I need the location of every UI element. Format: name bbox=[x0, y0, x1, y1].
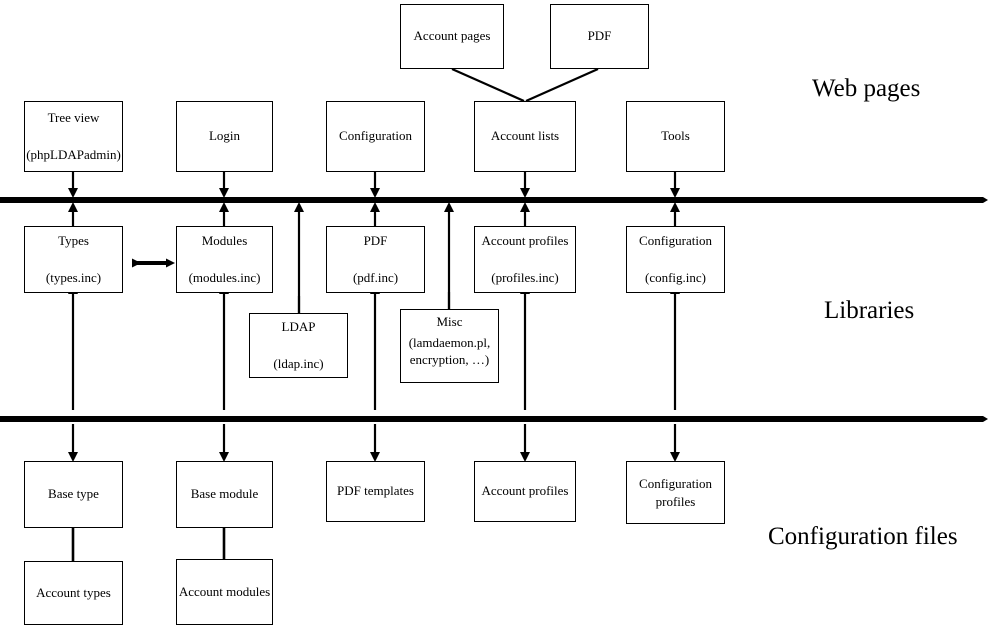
node-configuration-lib[interactable]: Configuration (config.inc) bbox=[626, 226, 725, 293]
node-account-types-label: Account types bbox=[36, 584, 111, 600]
node-pdf-source[interactable]: PDF bbox=[550, 4, 649, 69]
node-tree-view-sublabel: (phpLDAPadmin) bbox=[26, 146, 121, 162]
node-configuration-page[interactable]: Configuration bbox=[326, 101, 425, 172]
node-base-module-label: Base module bbox=[190, 486, 259, 502]
node-account-lists-label: Account lists bbox=[490, 128, 560, 144]
node-account-pages[interactable]: Account pages bbox=[400, 4, 504, 69]
node-configuration-lib-sublabel: (config.inc) bbox=[644, 269, 706, 285]
node-base-module[interactable]: Base module bbox=[176, 461, 273, 528]
node-base-type[interactable]: Base type bbox=[24, 461, 123, 528]
node-misc-lib-sublabel-2: encryption, …) bbox=[409, 351, 490, 367]
node-configuration-profiles-file-label: Configuration bbox=[639, 475, 712, 491]
node-account-modules[interactable]: Account modules bbox=[176, 559, 273, 625]
node-configuration-lib-label: Configuration bbox=[639, 232, 712, 248]
node-login[interactable]: Login bbox=[176, 101, 273, 172]
node-pdf-lib-sublabel: (pdf.inc) bbox=[352, 269, 399, 285]
node-misc-lib[interactable]: Misc (lamdaemon.pl, encryption, …) bbox=[400, 309, 499, 383]
node-account-pages-label: Account pages bbox=[413, 28, 491, 44]
node-pdf-source-label: PDF bbox=[587, 28, 612, 44]
node-account-profiles-lib-label: Account profiles bbox=[481, 232, 569, 248]
node-types-lib-label: Types bbox=[58, 232, 89, 248]
band-label-configuration-files: Configuration files bbox=[768, 523, 958, 550]
band-label-libraries: Libraries bbox=[824, 297, 915, 324]
node-tools[interactable]: Tools bbox=[626, 101, 725, 172]
node-pdf-templates-label: PDF templates bbox=[337, 483, 414, 499]
node-types-lib[interactable]: Types (types.inc) bbox=[24, 226, 123, 293]
separator-bar-lower bbox=[0, 416, 988, 422]
node-pdf-lib[interactable]: PDF (pdf.inc) bbox=[326, 226, 425, 293]
node-account-lists[interactable]: Account lists bbox=[474, 101, 576, 172]
node-login-label: Login bbox=[208, 128, 241, 144]
node-ldap-lib-label: LDAP bbox=[281, 318, 316, 334]
node-pdf-templates[interactable]: PDF templates bbox=[326, 461, 425, 522]
node-ldap-lib-sublabel: (ldap.inc) bbox=[273, 355, 324, 371]
link-pdf-to-account-lists bbox=[525, 67, 599, 103]
node-modules-lib-label: Modules bbox=[201, 232, 248, 248]
node-account-profiles-file[interactable]: Account profiles bbox=[474, 461, 576, 522]
node-account-profiles-file-label: Account profiles bbox=[481, 483, 569, 499]
node-account-profiles-lib[interactable]: Account profiles (profiles.inc) bbox=[474, 226, 576, 293]
node-pdf-lib-label: PDF bbox=[363, 232, 388, 248]
node-base-type-label: Base type bbox=[48, 486, 99, 502]
node-account-profiles-lib-sublabel: (profiles.inc) bbox=[491, 269, 559, 285]
node-configuration-profiles-file-sublabel: profiles bbox=[655, 493, 696, 509]
node-tools-label: Tools bbox=[661, 128, 690, 144]
node-tree-view[interactable]: Tree view (phpLDAPadmin) bbox=[24, 101, 123, 172]
link-account-pages-to-account-lists bbox=[451, 67, 525, 103]
node-types-lib-sublabel: (types.inc) bbox=[45, 269, 102, 285]
node-modules-lib-sublabel: (modules.inc) bbox=[188, 269, 261, 285]
node-account-modules-label: Account modules bbox=[178, 583, 271, 599]
node-misc-lib-sublabel: (lamdaemon.pl, bbox=[408, 334, 491, 350]
node-tree-view-label: Tree view bbox=[47, 109, 100, 125]
separator-bar-upper bbox=[0, 197, 988, 203]
node-misc-lib-label: Misc bbox=[436, 314, 463, 329]
band-label-web-pages: Web pages bbox=[812, 75, 921, 102]
node-modules-lib[interactable]: Modules (modules.inc) bbox=[176, 226, 273, 293]
node-account-types[interactable]: Account types bbox=[24, 561, 123, 625]
node-ldap-lib[interactable]: LDAP (ldap.inc) bbox=[249, 313, 348, 378]
node-configuration-page-label: Configuration bbox=[339, 128, 412, 144]
node-configuration-profiles-file[interactable]: Configuration profiles bbox=[626, 461, 725, 524]
